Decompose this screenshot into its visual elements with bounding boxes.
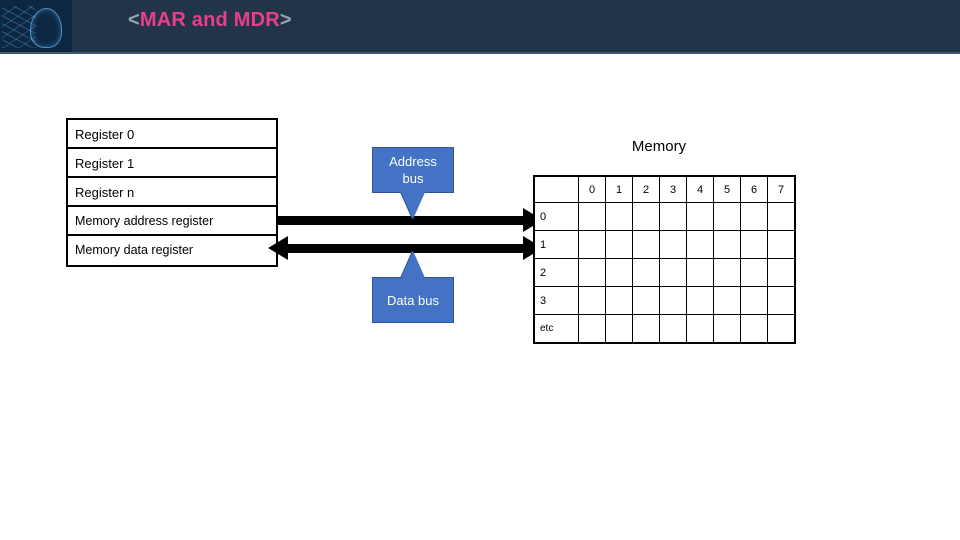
address-bus-label-line1: Address bbox=[389, 154, 437, 169]
memory-column-header-5: 5 bbox=[713, 175, 741, 203]
memory-row: etc bbox=[533, 314, 796, 344]
memory-title: Memory bbox=[631, 138, 687, 155]
memory-cell[interactable] bbox=[740, 230, 768, 259]
memory-cell[interactable] bbox=[740, 314, 768, 344]
memory-column-header-0: 0 bbox=[578, 175, 606, 203]
memory-cell[interactable] bbox=[740, 258, 768, 287]
neural-network-head-icon bbox=[0, 0, 72, 54]
memory-cell[interactable] bbox=[578, 286, 606, 315]
memory-cell[interactable] bbox=[659, 258, 687, 287]
register-row-memory-data-register: Memory data register bbox=[75, 243, 194, 257]
memory-cell[interactable] bbox=[686, 258, 714, 287]
address-bus-callout: Address bus bbox=[372, 147, 454, 219]
memory-row: 2 bbox=[533, 258, 796, 287]
data-bus-callout: Data bus bbox=[372, 251, 454, 323]
title-text: MAR and MDR bbox=[139, 9, 280, 31]
memory-row-header-3: 3 bbox=[533, 286, 579, 315]
title-close-bracket: > bbox=[279, 9, 292, 31]
address-bus-label-line2: bus bbox=[402, 171, 424, 186]
memory-cell[interactable] bbox=[713, 258, 741, 287]
memory-cell[interactable] bbox=[605, 258, 633, 287]
memory-row-header-0: 0 bbox=[533, 202, 579, 231]
memory-cell[interactable] bbox=[686, 314, 714, 344]
memory-cell[interactable] bbox=[767, 202, 796, 231]
header-accent-strip bbox=[0, 52, 960, 54]
page-title: <MAR and MDR> bbox=[128, 9, 292, 32]
memory-column-header-3: 3 bbox=[659, 175, 687, 203]
memory-row: 3 bbox=[533, 286, 796, 315]
memory-cell[interactable] bbox=[713, 314, 741, 344]
memory-cell[interactable] bbox=[686, 286, 714, 315]
memory-cell[interactable] bbox=[740, 202, 768, 231]
register-row: Register 1 bbox=[68, 149, 276, 178]
memory-cell[interactable] bbox=[578, 314, 606, 344]
memory-cell[interactable] bbox=[605, 202, 633, 231]
memory-row: 1 bbox=[533, 230, 796, 259]
title-open-bracket: < bbox=[128, 9, 140, 31]
memory-corner-cell bbox=[533, 175, 579, 203]
slide-header: <MAR and MDR> bbox=[0, 0, 960, 54]
address-bus-callout-tail bbox=[401, 192, 425, 219]
register-list: Register 0 Register 1 Register n Memory … bbox=[66, 118, 278, 267]
memory-cell[interactable] bbox=[713, 202, 741, 231]
register-row: Register n bbox=[68, 178, 276, 207]
memory-column-header-2: 2 bbox=[632, 175, 660, 203]
memory-cell[interactable] bbox=[713, 286, 741, 315]
memory-cell[interactable] bbox=[659, 286, 687, 315]
memory-cell[interactable] bbox=[605, 230, 633, 259]
memory-cell[interactable] bbox=[767, 314, 796, 344]
data-bus-label-line1: Data bus bbox=[386, 293, 440, 308]
memory-column-header-7: 7 bbox=[767, 175, 796, 203]
memory-cell[interactable] bbox=[578, 230, 606, 259]
memory-cell[interactable] bbox=[767, 258, 796, 287]
memory-row-header-etc: etc bbox=[533, 314, 579, 344]
memory-cell[interactable] bbox=[659, 230, 687, 259]
register-row-memory-address-register: Memory address register bbox=[68, 207, 276, 236]
register-row: Register 0 bbox=[68, 120, 276, 149]
memory-column-header-6: 6 bbox=[740, 175, 768, 203]
memory-cell[interactable] bbox=[659, 202, 687, 231]
memory-row: 0 bbox=[533, 202, 796, 231]
memory-cell[interactable] bbox=[767, 286, 796, 315]
memory-row-header-1: 1 bbox=[533, 230, 579, 259]
memory-cell[interactable] bbox=[767, 230, 796, 259]
memory-cell[interactable] bbox=[686, 202, 714, 231]
memory-cell[interactable] bbox=[740, 286, 768, 315]
memory-cell[interactable] bbox=[632, 314, 660, 344]
memory-cell[interactable] bbox=[632, 202, 660, 231]
data-bus-callout-tail bbox=[401, 251, 425, 278]
memory-cell[interactable] bbox=[632, 286, 660, 315]
memory-column-header-4: 4 bbox=[686, 175, 714, 203]
memory-cell[interactable] bbox=[578, 258, 606, 287]
memory-row-header-2: 2 bbox=[533, 258, 579, 287]
memory-cell[interactable] bbox=[686, 230, 714, 259]
memory-cell[interactable] bbox=[605, 286, 633, 315]
memory-cell[interactable] bbox=[605, 314, 633, 344]
memory-cell[interactable] bbox=[632, 230, 660, 259]
memory-cell[interactable] bbox=[659, 314, 687, 344]
memory-cell[interactable] bbox=[713, 230, 741, 259]
memory-cell[interactable] bbox=[632, 258, 660, 287]
memory-cell[interactable] bbox=[578, 202, 606, 231]
memory-column-header-1: 1 bbox=[605, 175, 633, 203]
